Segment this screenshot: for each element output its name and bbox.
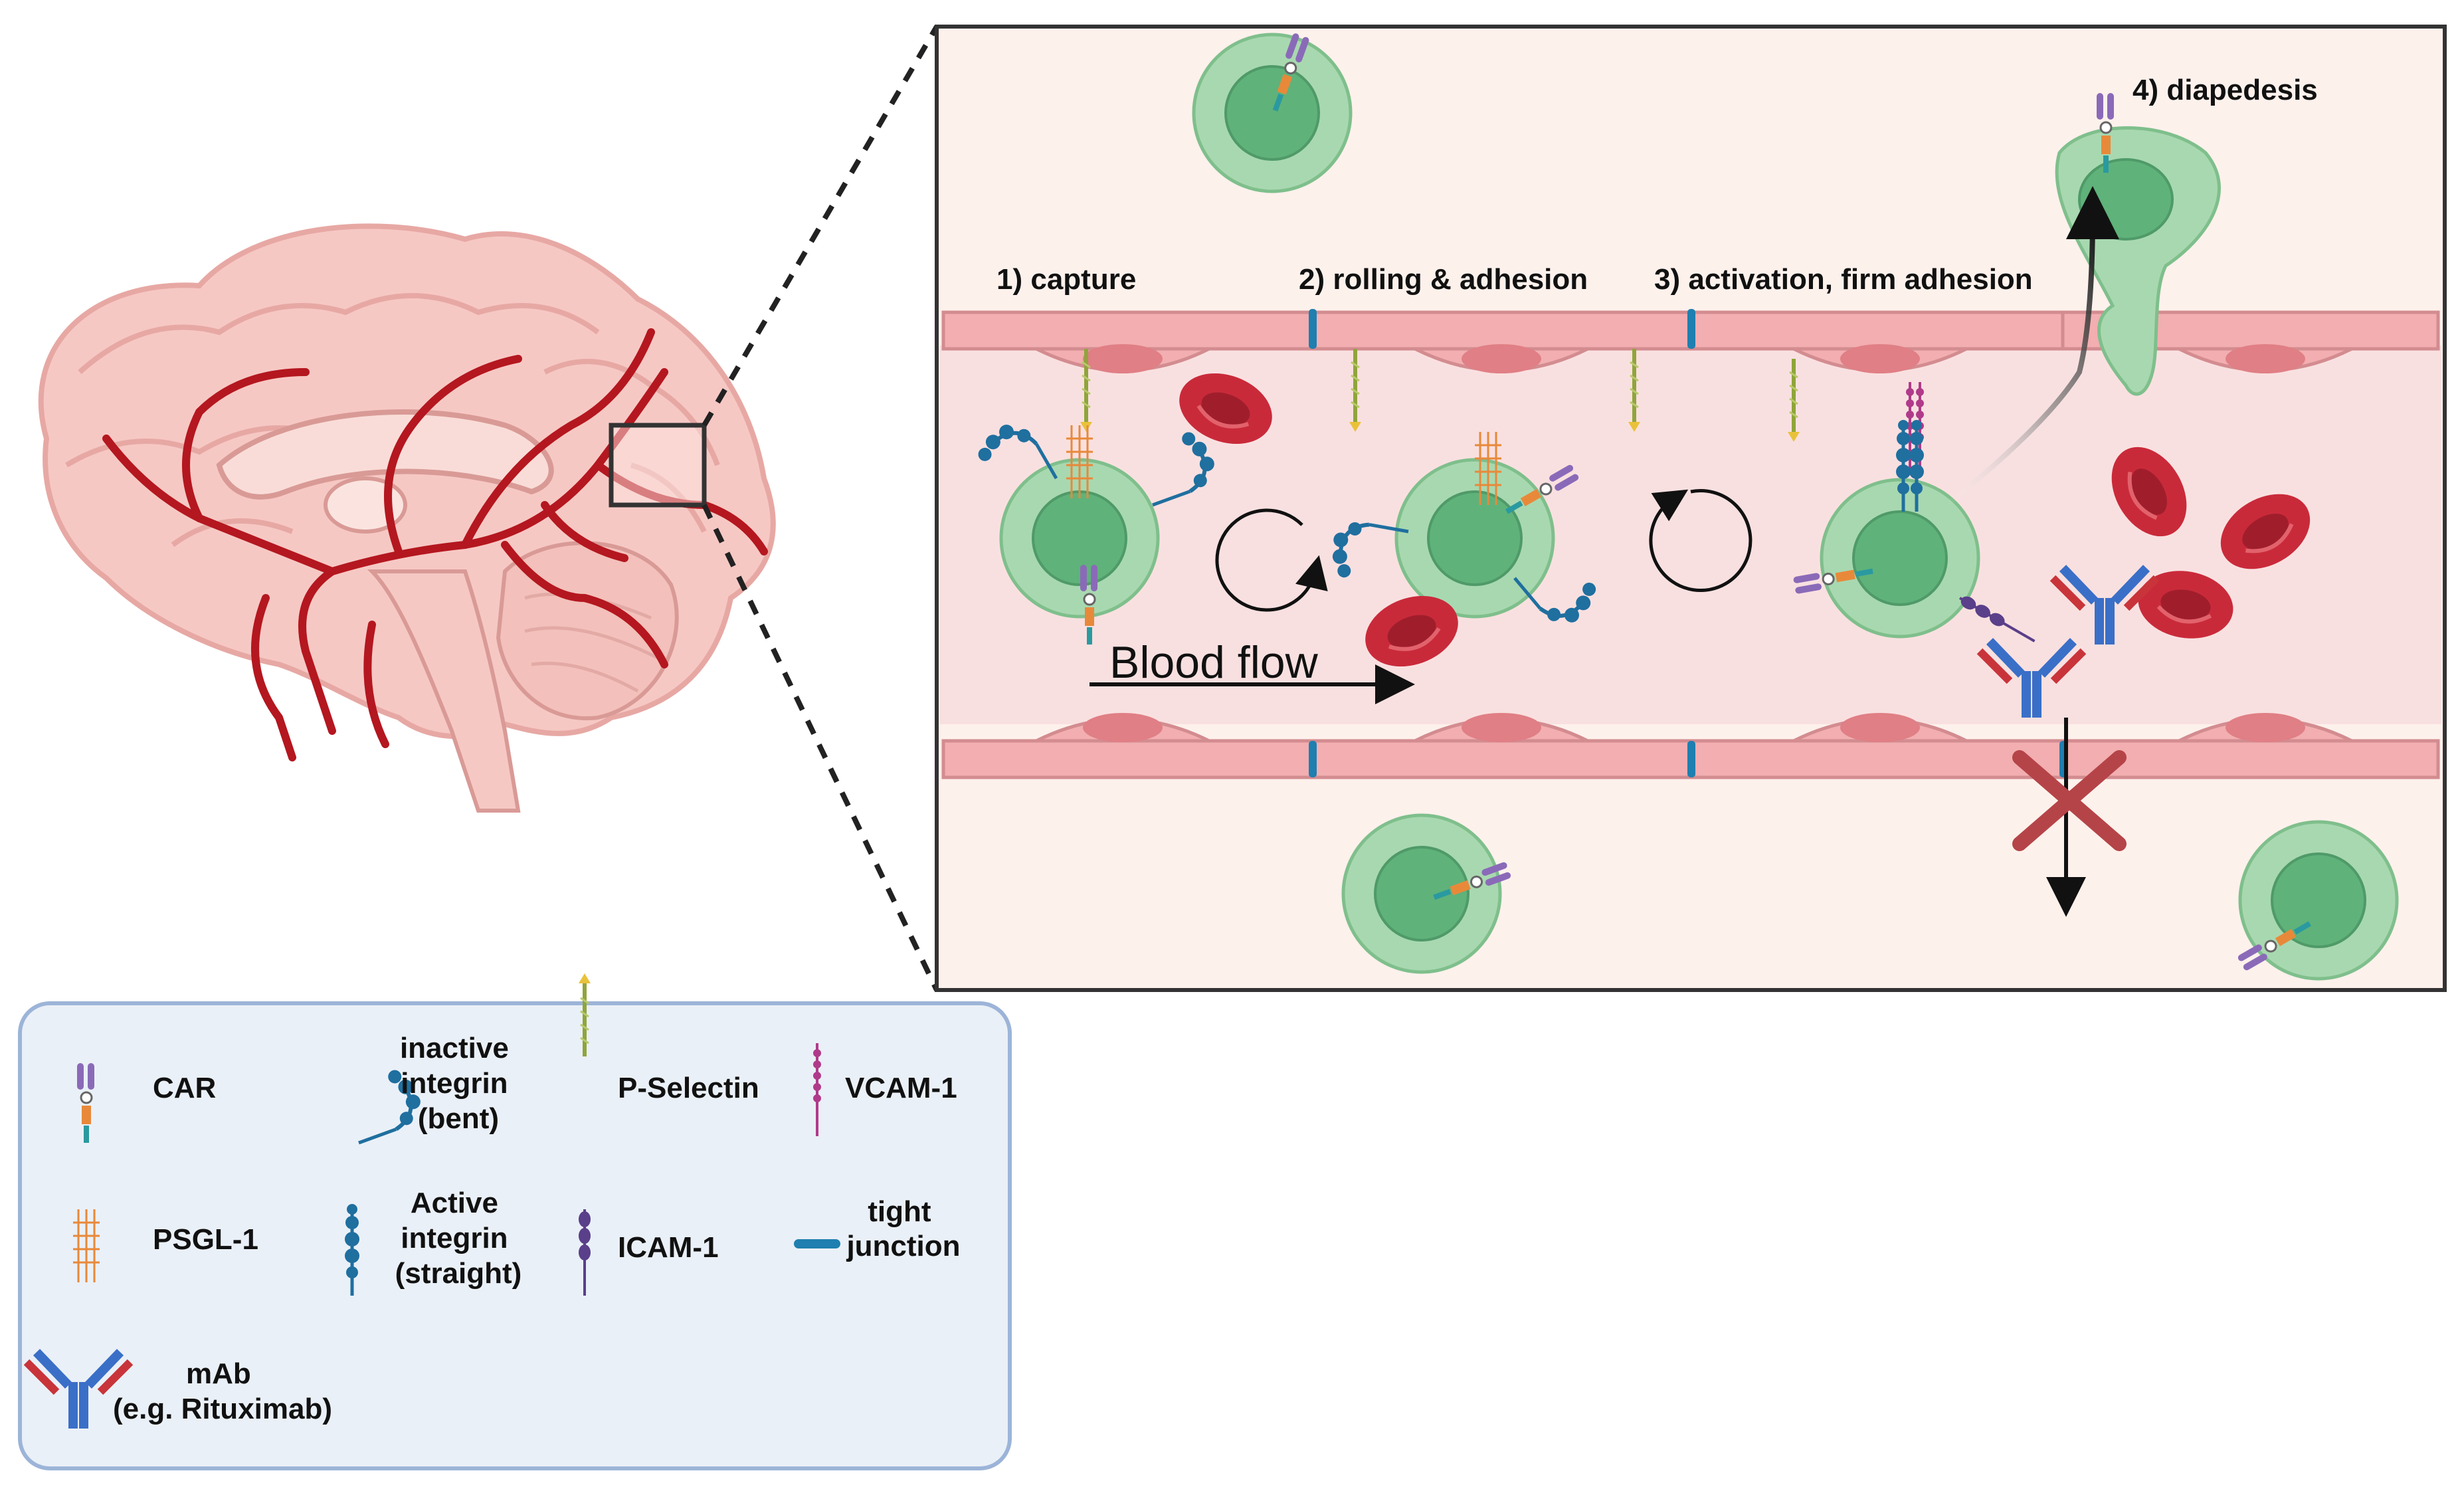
zoom-panel: 1) capture 2) rolling & adhesion 3) acti… — [935, 25, 2447, 992]
brain-illustration — [38, 223, 776, 813]
legend-tight-junction-label: tight junction — [846, 1195, 960, 1262]
endothelium-top — [941, 309, 2440, 373]
step-diapedesis-label: 4) diapedesis — [2132, 74, 2318, 106]
migration-arrow — [1944, 186, 2119, 508]
corpus-callosum — [216, 409, 554, 500]
zoom-region-box — [609, 423, 707, 508]
step-capture-label: 1) capture — [996, 263, 1136, 296]
legend-psgl-label: PSGL-1 — [153, 1223, 258, 1256]
legend: CAR inactive integrin (bent) P-Selectin … — [18, 973, 1012, 1470]
tight-junction — [1687, 309, 1695, 349]
rotation-arrow — [1649, 489, 1753, 593]
zoom-lines — [702, 25, 939, 991]
legend-car-label: CAR — [153, 1072, 216, 1104]
legend-inactive-integrin-label: inactive integrin (bent) — [400, 1032, 517, 1135]
blood-flow-label: Blood flow — [1109, 637, 1319, 688]
legend-vcam-label: VCAM-1 — [845, 1072, 957, 1104]
car-t-cell-rolling — [1396, 460, 1553, 617]
legend-active-integrin-label: Active integrin (straight) — [395, 1187, 522, 1290]
tight-junction — [1309, 309, 1317, 349]
step-activation-label: 3) activation, firm adhesion — [1654, 263, 2033, 296]
brainstem — [367, 569, 521, 813]
tight-junction — [1687, 741, 1695, 777]
legend-mab-label: mAb (e.g. Rituximab) — [113, 1357, 332, 1425]
legend-icam-label: ICAM-1 — [618, 1231, 719, 1264]
tight-junction — [1309, 741, 1317, 777]
legend-p-selectin-label: P-Selectin — [618, 1072, 759, 1104]
rotation-arrow — [1215, 508, 1328, 612]
endothelium-bottom — [941, 713, 2440, 779]
car-t-cell — [1194, 35, 1351, 191]
block-x-mark — [2012, 750, 2127, 851]
car-t-cell — [1343, 815, 1500, 972]
car-t-cell-activated — [1822, 480, 1978, 637]
legend-tight-junction-icon — [794, 1239, 840, 1248]
step-rolling-label: 2) rolling & adhesion — [1299, 263, 1588, 296]
